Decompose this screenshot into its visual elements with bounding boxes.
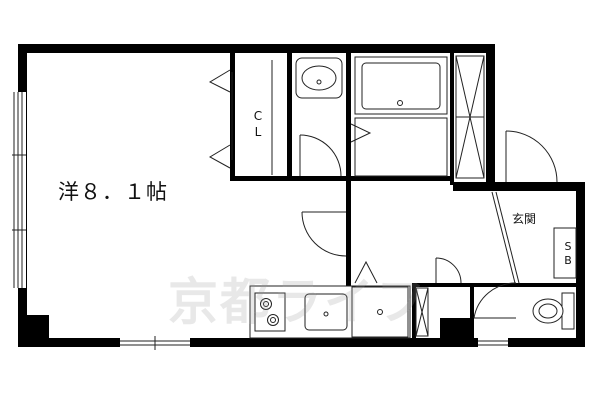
room-door [301, 211, 347, 257]
entrance-door [505, 130, 558, 183]
washbasin [295, 57, 343, 99]
genkan-label: 玄関 [512, 212, 537, 226]
storage-x [455, 55, 485, 179]
utility-door [435, 257, 462, 284]
shoebox-label-b: B [564, 254, 572, 267]
shoebox-label-s: S [564, 240, 572, 253]
watermark: 京都ライフ [168, 273, 428, 331]
room-label: 洋８．１帖 [58, 180, 168, 204]
closet-label-c: C [253, 109, 263, 123]
toilet-door [473, 282, 517, 319]
closet-label: C L [251, 108, 265, 140]
left-window [12, 92, 26, 288]
shoebox-label: S B [561, 240, 575, 268]
bottom-windows [120, 336, 508, 350]
washroom-door [299, 134, 342, 177]
kitchen [249, 260, 411, 339]
genkan [491, 191, 577, 284]
closet [208, 60, 273, 175]
bathtub [350, 56, 448, 177]
closet-label-l: L [254, 125, 262, 139]
kitchen-storage [415, 287, 429, 337]
toilet [532, 292, 575, 330]
